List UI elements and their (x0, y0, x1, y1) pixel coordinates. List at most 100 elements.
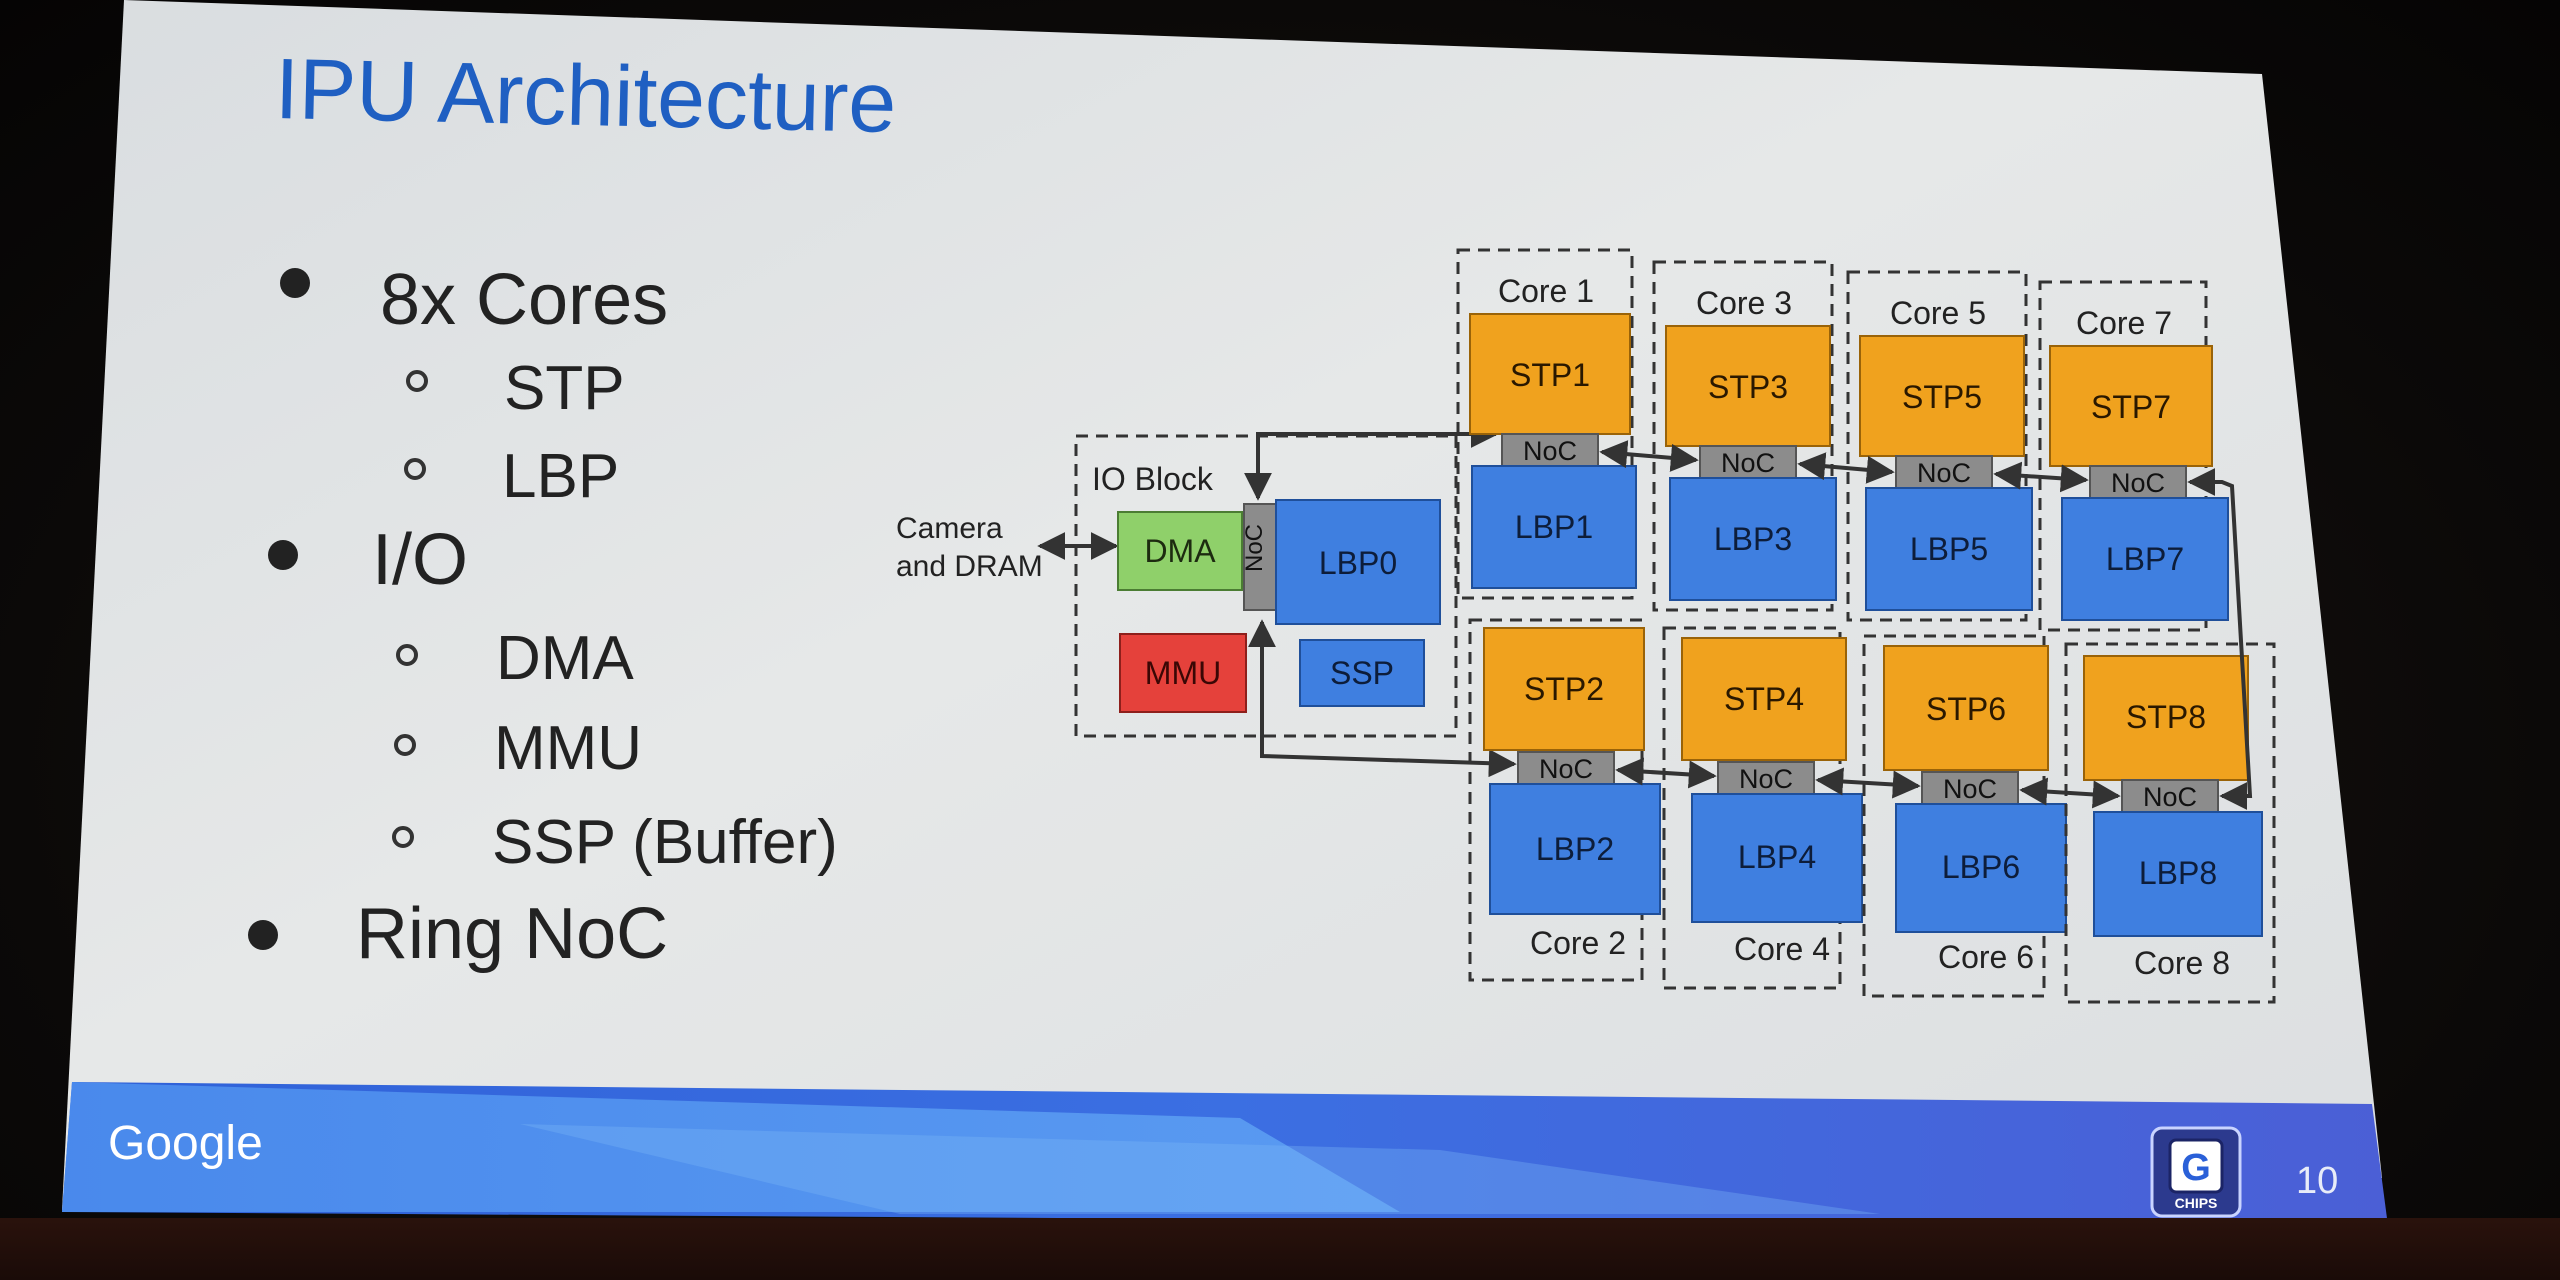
ring-link (2019, 777, 2121, 809)
bullet-lbp: LBP (502, 442, 620, 511)
lbp-block (1691, 793, 1863, 923)
core-label: Core 6 (1938, 939, 2034, 975)
lbp-block (2093, 811, 2263, 937)
io-block-label: IO Block (1092, 461, 1214, 497)
core-outline (1846, 270, 2028, 622)
io-to-top-ring-link (1244, 420, 1499, 501)
stp-label: STP1 (1510, 357, 1590, 393)
bullet-io: I/O (372, 520, 469, 600)
lbp-label: LBP6 (1942, 849, 2020, 885)
ring-link (1797, 452, 1895, 484)
noc-block (1501, 433, 1599, 467)
stp-block (1883, 645, 2049, 771)
slide-number: 10 (2296, 1160, 2339, 1202)
bullet-ssp: SSP (Buffer) (492, 808, 838, 877)
core-outline (1662, 626, 1842, 990)
bullet-dma: DMA (496, 624, 634, 693)
footer-band-highlight (62, 1082, 1400, 1212)
bullet-cores: 8x Cores (380, 260, 669, 340)
stp-label: STP7 (2091, 389, 2171, 425)
ring-link (1815, 767, 1921, 799)
noc-label: NoC (1917, 458, 1971, 488)
noc-label: NoC (1739, 764, 1793, 794)
core-label: Core 1 (1498, 273, 1594, 309)
dma-label: DMA (1144, 533, 1216, 569)
core-outline (2064, 642, 2276, 1004)
bullet-dot (248, 920, 278, 950)
core-5: Core 5 STP5 NoC LBP5 (1846, 270, 2033, 622)
io-noc-label: NoC (1241, 524, 1268, 572)
external-label-line1: Camera (896, 512, 1003, 545)
chips-badge-icon: G CHIPS (2150, 1126, 2242, 1218)
noc-block (1717, 761, 1815, 795)
lbp-label: LBP8 (2139, 855, 2217, 891)
lbp-label: LBP7 (2106, 541, 2184, 577)
bullet-circle (404, 458, 426, 480)
lbp-label: LBP4 (1738, 839, 1816, 875)
noc-label: NoC (1539, 754, 1593, 784)
stp-block (1681, 637, 1847, 761)
core-label: Core 2 (1530, 925, 1626, 961)
io-to-bottom-ring-link (1248, 619, 1517, 778)
core-label: Core 4 (1734, 931, 1830, 967)
ring-wraparound-link (2187, 468, 2253, 810)
noc-label: NoC (2111, 468, 2165, 498)
core-1: Core 1 STP1 NoC LBP1 (1456, 248, 1637, 600)
stp-block (1469, 313, 1631, 435)
core-6: STP6 NoC LBP6 Core 6 (1862, 634, 2067, 998)
bullet-circle (394, 734, 416, 756)
core-4: STP4 NoC LBP4 Core 4 (1662, 626, 1863, 990)
bullet-circle (396, 644, 418, 666)
lbp-block (1865, 487, 2033, 611)
stp-label: STP4 (1724, 681, 1804, 717)
badge-text: CHIPS (2175, 1195, 2218, 1211)
core-label: Core 8 (2134, 945, 2230, 981)
core-outline (1456, 248, 1634, 600)
stp-label: STP5 (1902, 379, 1982, 415)
lbp-block (1471, 465, 1637, 589)
bullet-circle (406, 370, 428, 392)
mmu-block (1119, 633, 1247, 713)
ring-link (1615, 757, 1717, 789)
core-label: Core 3 (1696, 285, 1792, 321)
google-logo: Google (108, 1117, 263, 1170)
io-noc-block (1243, 503, 1277, 611)
lbp-label: LBP3 (1714, 521, 1792, 557)
noc-label: NoC (1943, 774, 1997, 804)
lbp-label: LBP1 (1515, 509, 1593, 545)
core-3: Core 3 STP3 NoC LBP3 (1652, 260, 1837, 612)
lbp-block (1489, 783, 1661, 915)
footer-band-wave (520, 1124, 1880, 1214)
ring-link (1993, 461, 2089, 493)
bullet-ring-noc: Ring NoC (356, 894, 669, 974)
stp-label: STP6 (1926, 691, 2006, 727)
core-outline (1652, 260, 1834, 612)
mmu-label: MMU (1145, 655, 1221, 691)
noc-label: NoC (1721, 448, 1775, 478)
lbp-block (1669, 477, 1837, 601)
core-label: Core 5 (1890, 295, 1986, 331)
badge-letter: G (2181, 1147, 2211, 1189)
stage-floor (0, 1218, 2560, 1280)
lbp-label: LBP5 (1910, 531, 1988, 567)
core-7: Core 7 STP7 NoC LBP7 (2038, 280, 2229, 632)
stp-block (1483, 627, 1645, 751)
bullet-mmu: MMU (494, 714, 643, 783)
ssp-label: SSP (1330, 655, 1394, 691)
dma-block (1117, 511, 1243, 591)
noc-label: NoC (2143, 782, 2197, 812)
noc-block (1517, 751, 1615, 785)
ring-link (1599, 440, 1699, 472)
stp-label: STP8 (2126, 699, 2206, 735)
noc-label: NoC (1523, 436, 1577, 466)
noc-block (1895, 455, 1993, 489)
stp-block (1665, 325, 1831, 447)
noc-block (1921, 771, 2019, 805)
stp-label: STP3 (1708, 369, 1788, 405)
core-2: STP2 NoC LBP2 Core 2 (1468, 618, 1661, 982)
stp-block (1859, 335, 2025, 457)
stp-label: STP2 (1524, 671, 1604, 707)
bullet-dot (280, 268, 310, 298)
